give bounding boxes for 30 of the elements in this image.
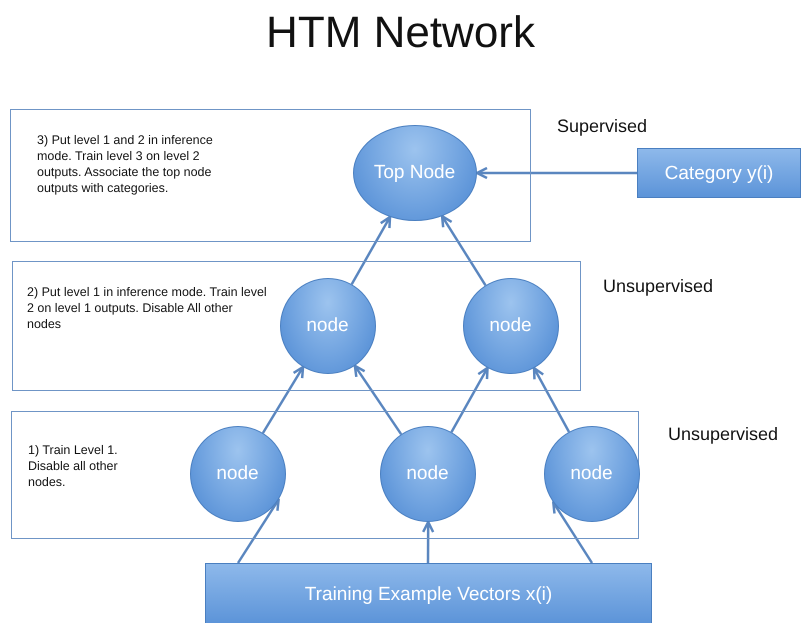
node-label: node [305,314,350,338]
arrow [476,166,637,180]
input-box [637,148,801,198]
node-label: Top Node [372,161,456,185]
arrow [354,364,402,435]
step-description: 3) Put level 1 and 2 in inference mode. Train level 3 on level 2 outputs. Associate the top node outputs with categories. [37,132,214,196]
arrow [440,214,487,286]
node-label: node [488,314,533,338]
node-label: node [405,462,450,486]
node-label: Category y(i) [664,162,774,186]
mode-label: Unsupervised [603,276,714,297]
arrow [350,216,392,285]
node-label: node [215,462,260,486]
node-label: Training Example Vectors x(i) [304,582,552,606]
arrow [552,501,594,564]
arrow [422,520,434,563]
level-panel [10,109,531,242]
arrow [450,366,489,433]
mode-label: Unsupervised [668,424,778,445]
mode-label: Supervised [557,116,648,137]
arrow [236,498,280,564]
step-description: 2) Put level 1 in inference mode. Train level 2 on level 1 outputs. Disable All other nodes [27,284,267,332]
level-panel [11,411,639,539]
step-description: 1) Train Level 1. Disable all other nodes. [28,442,119,490]
level-panel [12,261,581,391]
arrow [262,366,304,434]
input-box [205,563,652,623]
diagram-title: HTM Network [265,8,536,58]
node-label: node [569,462,614,486]
arrow [532,366,570,432]
